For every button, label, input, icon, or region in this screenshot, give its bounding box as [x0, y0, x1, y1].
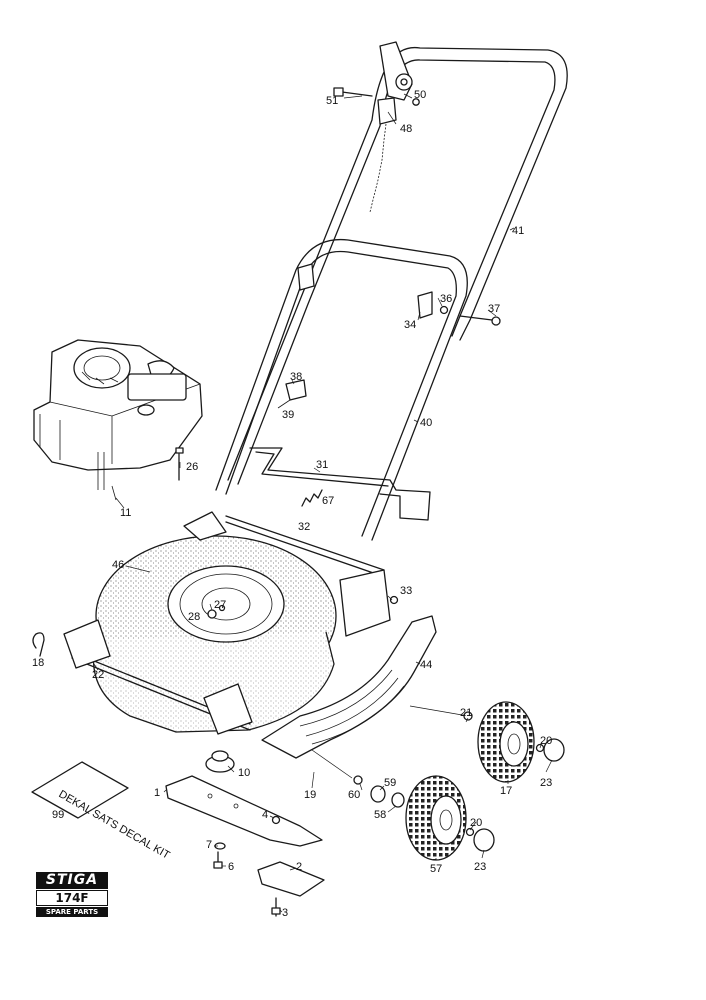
- label-60: 60: [348, 789, 360, 801]
- label-10: 10: [238, 767, 250, 779]
- label-20b: 20: [470, 817, 482, 829]
- wheel-axle: [311, 705, 469, 779]
- decal-kit-text: DEKAL SATS DECAL KIT: [57, 788, 172, 862]
- front-axle-22: [63, 619, 253, 735]
- label-39: 39: [282, 409, 294, 421]
- label-67: 67: [322, 495, 334, 507]
- label-58: 58: [374, 809, 386, 821]
- label-20a: 20: [540, 735, 552, 747]
- label-23a: 23: [540, 777, 552, 789]
- leader-lines: [93, 93, 553, 913]
- label-28: 28: [188, 611, 200, 623]
- label-27: 27: [214, 599, 226, 611]
- nut-50: [412, 98, 420, 106]
- label-51: 51: [326, 95, 338, 107]
- label-37: 37: [488, 303, 500, 315]
- blade-2: [257, 861, 325, 897]
- label-23b: 23: [474, 861, 486, 873]
- rear-cover-44: [261, 615, 437, 759]
- lower-handle: [215, 238, 468, 541]
- blade-adapter-10: [205, 750, 235, 773]
- mower-deck: [92, 535, 337, 733]
- logo-model: 174F: [36, 890, 108, 906]
- engine: [33, 339, 203, 501]
- label-6: 6: [228, 861, 234, 873]
- label-50: 50: [414, 89, 426, 101]
- label-17: 17: [500, 785, 512, 797]
- label-21: 21: [460, 707, 472, 719]
- label-1: 1: [154, 787, 160, 799]
- label-18: 18: [32, 657, 44, 669]
- rear-frame-31: [249, 447, 431, 521]
- part-labels: 51 50 48 41 36 37 34 38 39 40 31 26 67 1…: [32, 89, 552, 919]
- logo-brand: STIGA: [36, 872, 108, 889]
- label-99: 99: [52, 809, 64, 821]
- label-4: 4: [262, 809, 268, 821]
- hitch-pin-18: [32, 632, 45, 657]
- stiga-logo: STIGA 174F SPARE PARTS: [36, 872, 108, 918]
- label-31: 31: [316, 459, 328, 471]
- cable-clip-38: [277, 379, 307, 409]
- logo-subtitle: SPARE PARTS: [36, 907, 108, 917]
- bearing-parts: [353, 775, 405, 808]
- upper-handle: [227, 46, 568, 485]
- label-40: 40: [420, 417, 432, 429]
- label-44: 44: [420, 659, 432, 671]
- spring-67: [301, 489, 323, 507]
- bolt-26: [175, 447, 184, 481]
- blade-1: [165, 775, 323, 847]
- label-57: 57: [430, 863, 442, 875]
- label-36: 36: [440, 293, 452, 305]
- label-11: 11: [120, 507, 131, 519]
- label-59: 59: [384, 777, 396, 789]
- front-wheel-57: [405, 775, 495, 861]
- label-2: 2: [296, 861, 302, 873]
- label-33: 33: [400, 585, 412, 597]
- rear-wheel-17: [463, 701, 565, 783]
- label-34: 34: [404, 319, 416, 331]
- label-22: 22: [92, 669, 104, 681]
- label-48: 48: [400, 123, 412, 135]
- label-32: 32: [298, 521, 310, 533]
- label-41: 41: [512, 225, 524, 237]
- label-46: 46: [112, 559, 124, 571]
- label-38: 38: [290, 371, 302, 383]
- label-3: 3: [282, 907, 288, 919]
- label-26: 26: [186, 461, 198, 473]
- label-19: 19: [304, 789, 316, 801]
- rear-axle-32: [183, 511, 399, 637]
- handle-bracket-34: [417, 291, 501, 326]
- bolt-51: [333, 87, 373, 97]
- label-7: 7: [206, 839, 212, 851]
